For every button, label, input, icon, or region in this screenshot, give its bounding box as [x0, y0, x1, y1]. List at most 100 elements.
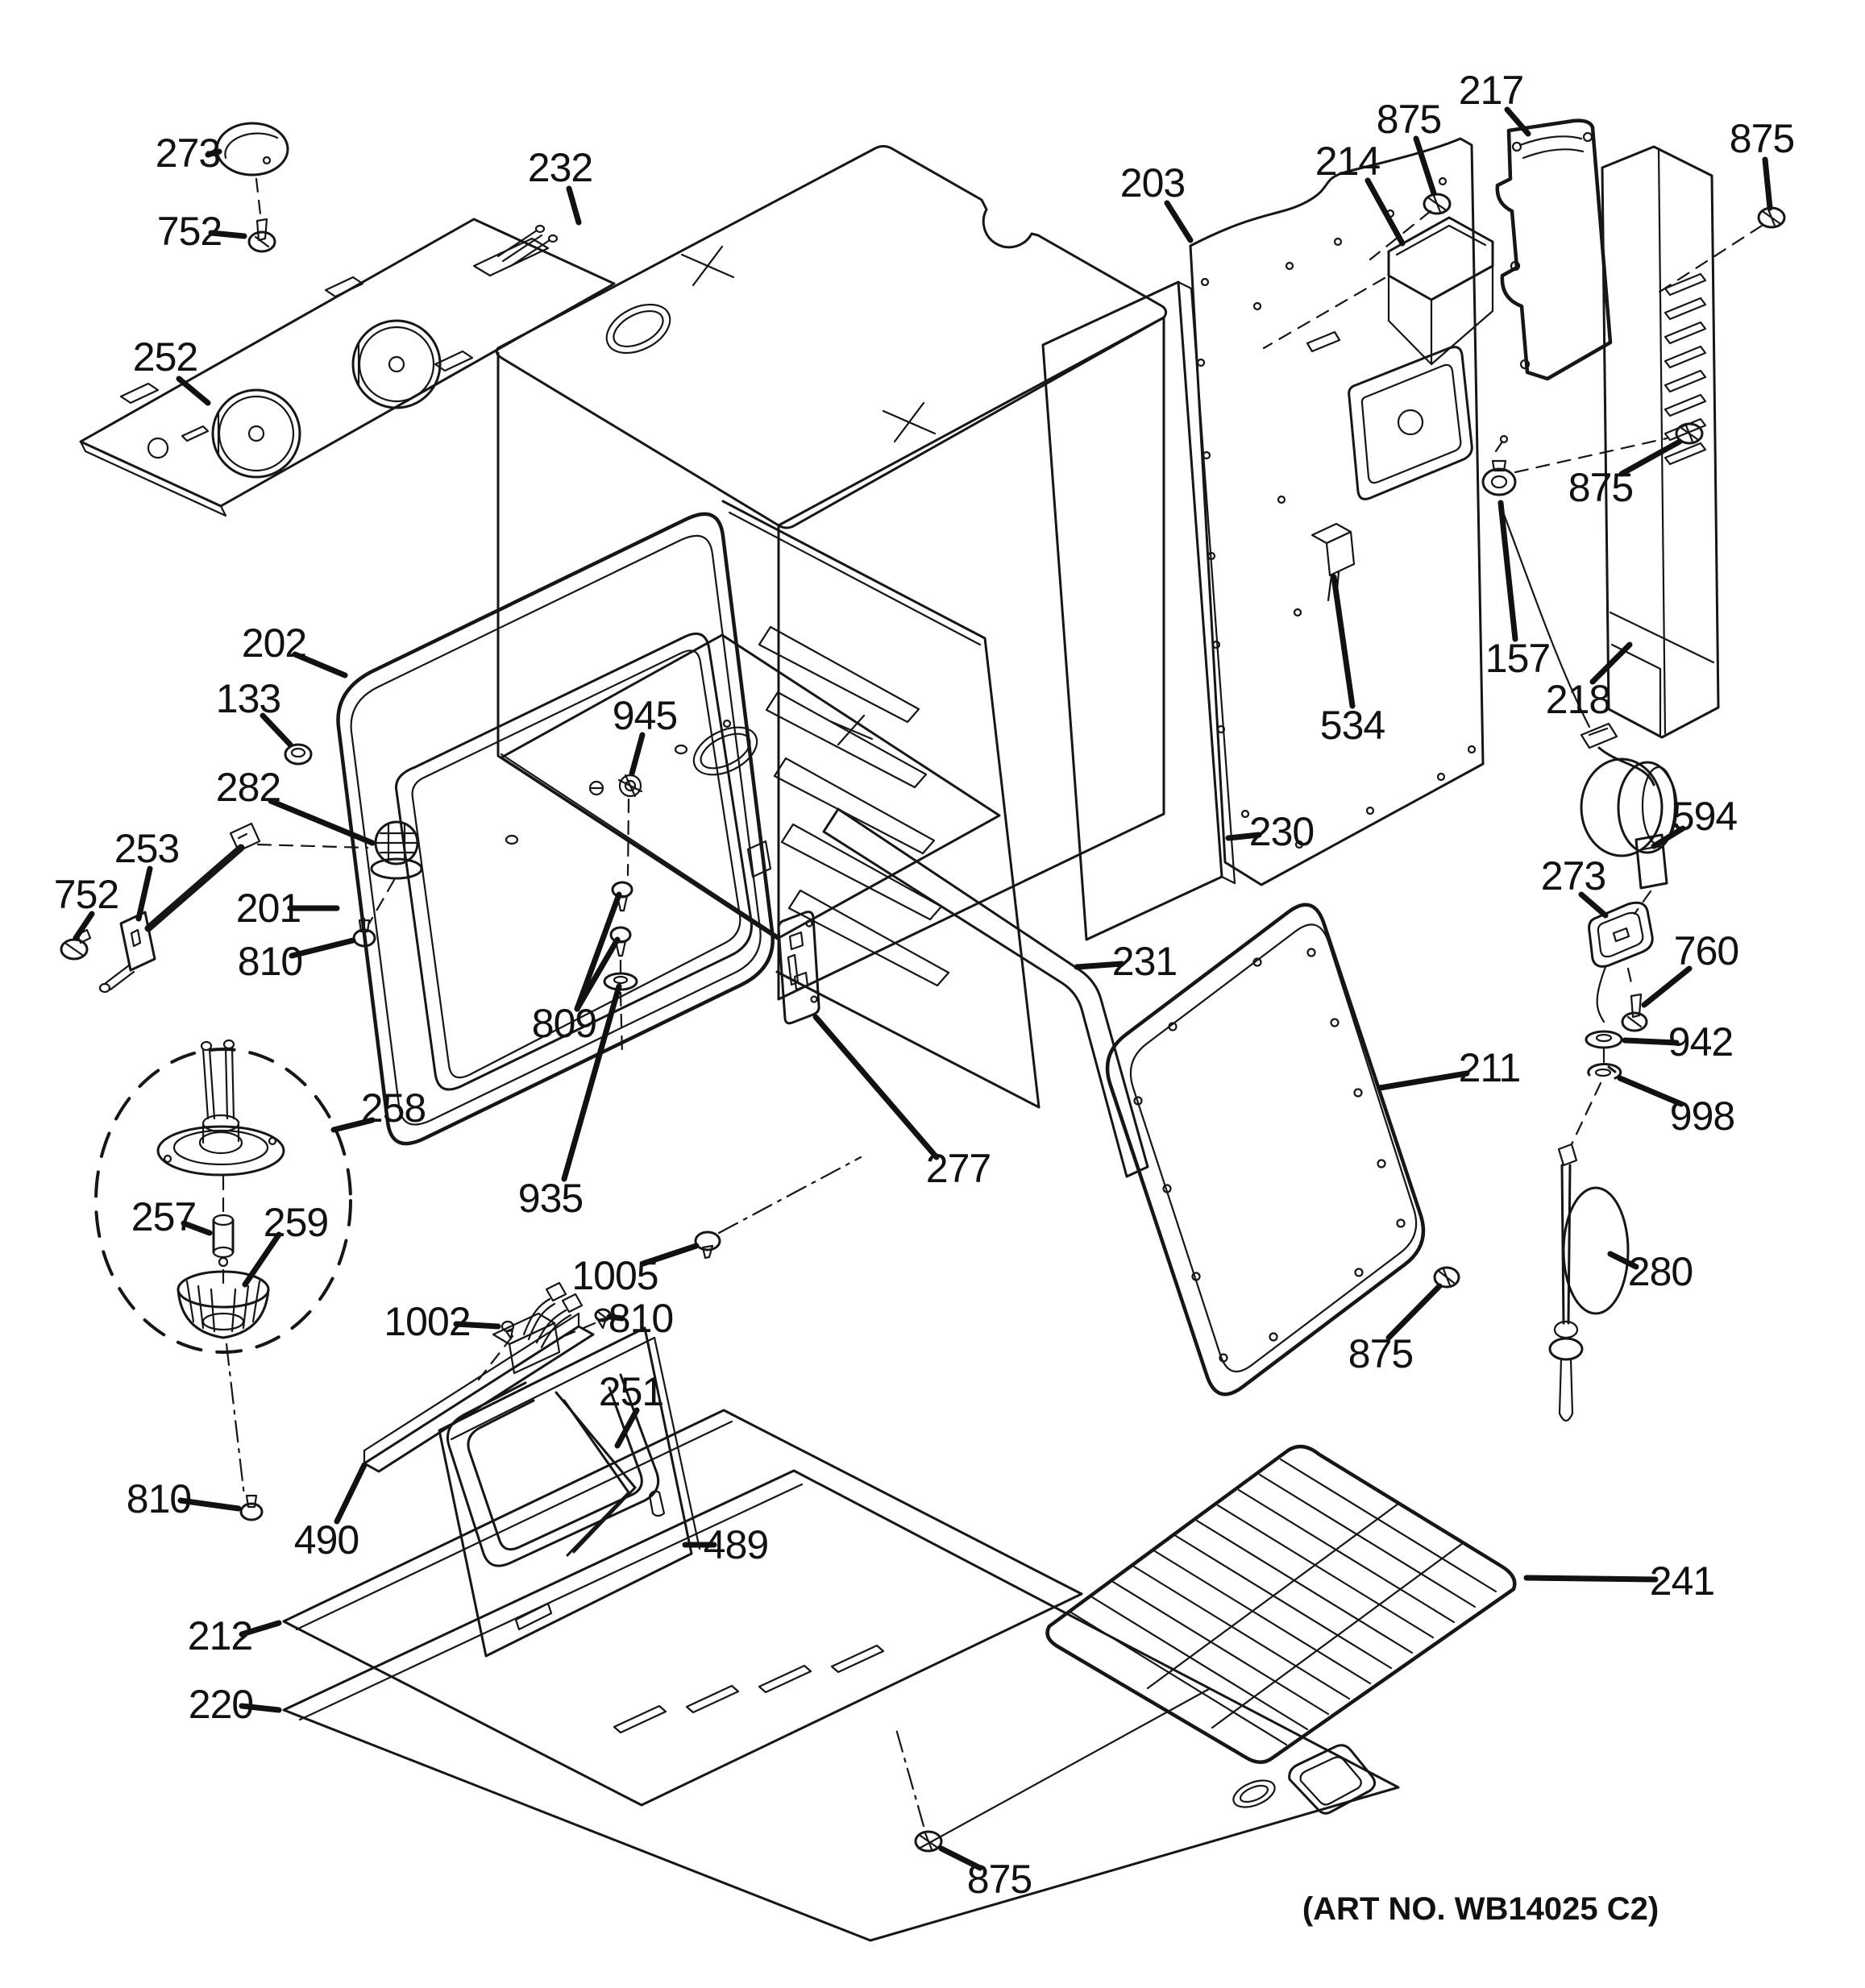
bake-element-251 [447, 1373, 660, 1567]
callout-leader-231 [1074, 961, 1125, 970]
callout-leader-157 [1497, 500, 1518, 642]
callout-leader-875 [1413, 135, 1437, 197]
part-callout-259: 259 [264, 1200, 328, 1245]
callout-leader-230 [1225, 832, 1262, 841]
part-callout-211: 211 [1459, 1045, 1521, 1090]
callout-leader-232 [566, 185, 582, 226]
art-number: (ART NO. WB14025 C2) [1302, 1891, 1659, 1927]
callout-leader-1002 [453, 1321, 501, 1330]
screw-875-e [895, 1728, 943, 1853]
part-callout-752: 752 [157, 209, 222, 254]
screw-875-c [1675, 422, 1704, 445]
callout-leader-875 [938, 1845, 983, 1871]
insulation-retainer-211 [1105, 903, 1426, 1397]
thermostat-157 [1481, 434, 1668, 728]
part-callout-273: 273 [156, 131, 220, 176]
part-callout-258: 258 [361, 1085, 426, 1131]
nut-945 [505, 719, 732, 845]
callout-leader-942 [1622, 1037, 1680, 1046]
outer-wrap-232 [495, 145, 1168, 1001]
part-callout-594: 594 [1672, 794, 1738, 839]
lamp-bulb-257 [212, 1214, 235, 1268]
part-callout-875: 875 [1348, 1331, 1413, 1376]
callout-leader-214 [1364, 177, 1406, 247]
part-callout-1002: 1002 [384, 1299, 470, 1344]
wrapper-side-231 [822, 807, 1149, 1178]
callout-leader-282 [268, 798, 376, 846]
insulation-230 [1041, 280, 1236, 941]
panel-218-vents [1664, 272, 1707, 466]
callout-leader-217 [1504, 106, 1531, 137]
callout-leader-211 [1377, 1070, 1470, 1091]
screw-875-b [1651, 206, 1786, 298]
callout-leader-752 [208, 230, 247, 239]
part-callout-273: 273 [1541, 853, 1605, 899]
callout-leader-594 [1651, 825, 1686, 849]
latch-277 [777, 911, 820, 1025]
part-callout-277: 277 [926, 1146, 991, 1191]
control-panel-252 [79, 218, 616, 517]
part-callout-998: 998 [1670, 1094, 1734, 1139]
part-callout-252: 252 [133, 334, 197, 380]
screw-760 [1621, 993, 1648, 1032]
part-callout-201: 201 [236, 886, 301, 931]
part-callout-241: 241 [1650, 1558, 1714, 1604]
part-callout-157: 157 [1485, 636, 1550, 681]
rack-wires [1070, 1458, 1497, 1746]
callout-leader-257 [181, 1220, 213, 1236]
oven-sensor-253 [98, 822, 369, 994]
callout-leader-945 [629, 732, 646, 777]
part-callout-875: 875 [1568, 465, 1633, 510]
callout-leader-809 [574, 936, 621, 1012]
rack-rails [758, 625, 950, 987]
oven-cavity-201 [336, 500, 1040, 1260]
callout-leader-277 [812, 1014, 940, 1160]
lamp-pocket [1288, 1744, 1376, 1815]
part-callout-218: 218 [1546, 677, 1610, 722]
grommet-273 [1588, 901, 1654, 1023]
callout-leader-809 [574, 891, 622, 1012]
lamp-cup-259 [177, 1270, 270, 1339]
bottom-panel-220 [282, 1469, 1400, 1942]
trim-strip-490 [363, 1325, 595, 1473]
part-callout-1005: 1005 [571, 1253, 658, 1298]
part-callout-282: 282 [216, 765, 280, 810]
callout-leader-273 [1578, 891, 1609, 919]
callout-leader-752 [73, 911, 95, 941]
part-callout-752: 752 [54, 872, 118, 917]
callout-leader-133 [260, 712, 293, 748]
part-callout-202: 202 [242, 620, 306, 666]
part-callout-257: 257 [131, 1194, 196, 1239]
part-callout-534: 534 [1320, 703, 1385, 748]
callout-leader-251 [614, 1407, 640, 1449]
callout-leader-875 [1385, 1283, 1443, 1341]
part-callout-214: 214 [1315, 139, 1381, 184]
part-callout-251: 251 [599, 1369, 663, 1414]
washer-942 [1585, 1030, 1623, 1064]
side-panel-218 [1601, 145, 1720, 739]
callout-leader-935 [561, 983, 622, 1182]
element-support-489 [438, 1326, 701, 1658]
part-callout-875: 875 [967, 1857, 1032, 1902]
part-callout-760: 760 [1674, 928, 1738, 973]
callout-leader-810 [289, 937, 356, 959]
callout-leader-760 [1641, 965, 1693, 1008]
oven-probe-280 [1548, 1143, 1630, 1422]
part-callout-203: 203 [1120, 160, 1185, 205]
callout-leader-220 [239, 1703, 282, 1713]
callout-leader-241 [1523, 1575, 1659, 1583]
element-terminal [492, 1281, 584, 1375]
grommet-133 [284, 743, 313, 766]
part-callout-810: 810 [127, 1476, 191, 1521]
pan-212-slots [613, 1644, 885, 1734]
vent-plug-282 [370, 820, 423, 880]
screw-810-b [239, 1494, 264, 1521]
callout-leader-1005 [640, 1243, 700, 1267]
callout-leader-212 [239, 1620, 282, 1637]
screw-875-d [1433, 1266, 1460, 1289]
part-callout-942: 942 [1668, 1019, 1733, 1065]
oven-rack-241 [1045, 1444, 1517, 1764]
cap-273-and-screw-752 [215, 122, 289, 253]
